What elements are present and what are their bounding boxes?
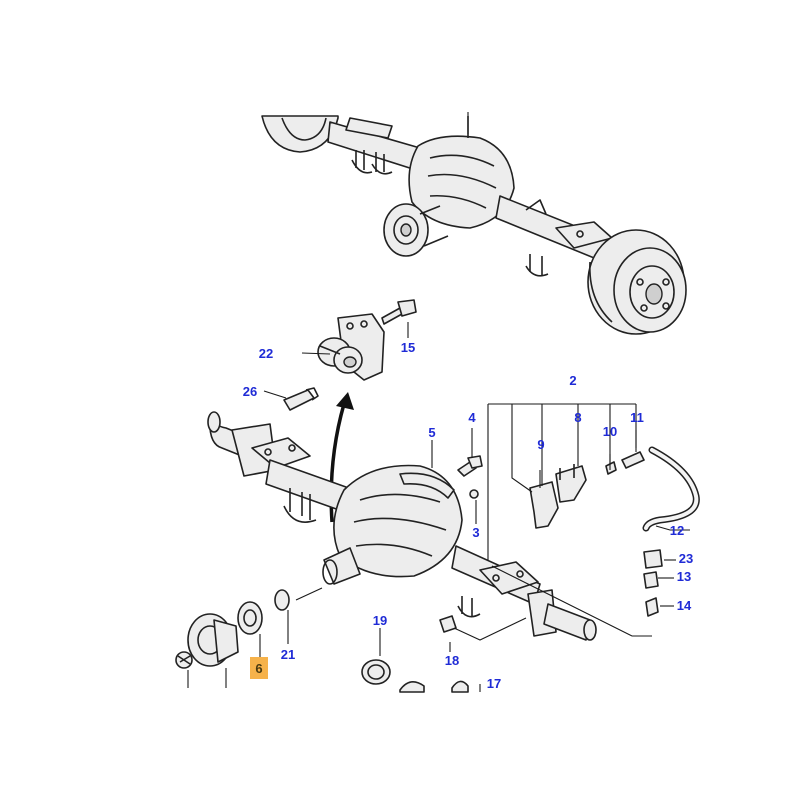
callout-3[interactable]: 3 [472,525,479,540]
bracket-part [529,481,559,529]
callout-5[interactable]: 5 [428,425,435,440]
callout-14[interactable]: 14 [677,598,692,613]
callout-11[interactable]: 11 [630,410,644,425]
callout-21[interactable]: 21 [281,647,295,662]
callout-19[interactable]: 19 [373,613,387,628]
leader-lines [187,112,690,692]
callout-13[interactable]: 13 [677,569,691,584]
arrow-head [336,392,354,410]
callout-2[interactable]: 2 [569,373,576,388]
axle-assembly-overview [261,115,687,335]
callout-8[interactable]: 8 [574,410,581,425]
callout-9[interactable]: 9 [537,437,544,452]
callout-18[interactable]: 18 [445,653,459,668]
callout-23[interactable]: 23 [679,551,693,566]
callout-10[interactable]: 10 [603,424,617,439]
callout-6[interactable]: 6 [255,661,262,676]
callout-6-highlight [250,657,268,679]
callout-22[interactable]: 22 [259,346,273,361]
callout-26[interactable]: 26 [243,384,257,399]
callout-12[interactable]: 12 [670,523,684,538]
pinion-flange-group [175,589,290,669]
callout-4[interactable]: 4 [468,410,476,425]
callout-15[interactable]: 15 [401,340,415,355]
bushing-bracket-group [317,299,417,381]
axle-housing [207,411,597,641]
pin-part [283,389,315,411]
callout-17[interactable]: 17 [487,676,501,691]
direction-arrow [329,403,346,523]
